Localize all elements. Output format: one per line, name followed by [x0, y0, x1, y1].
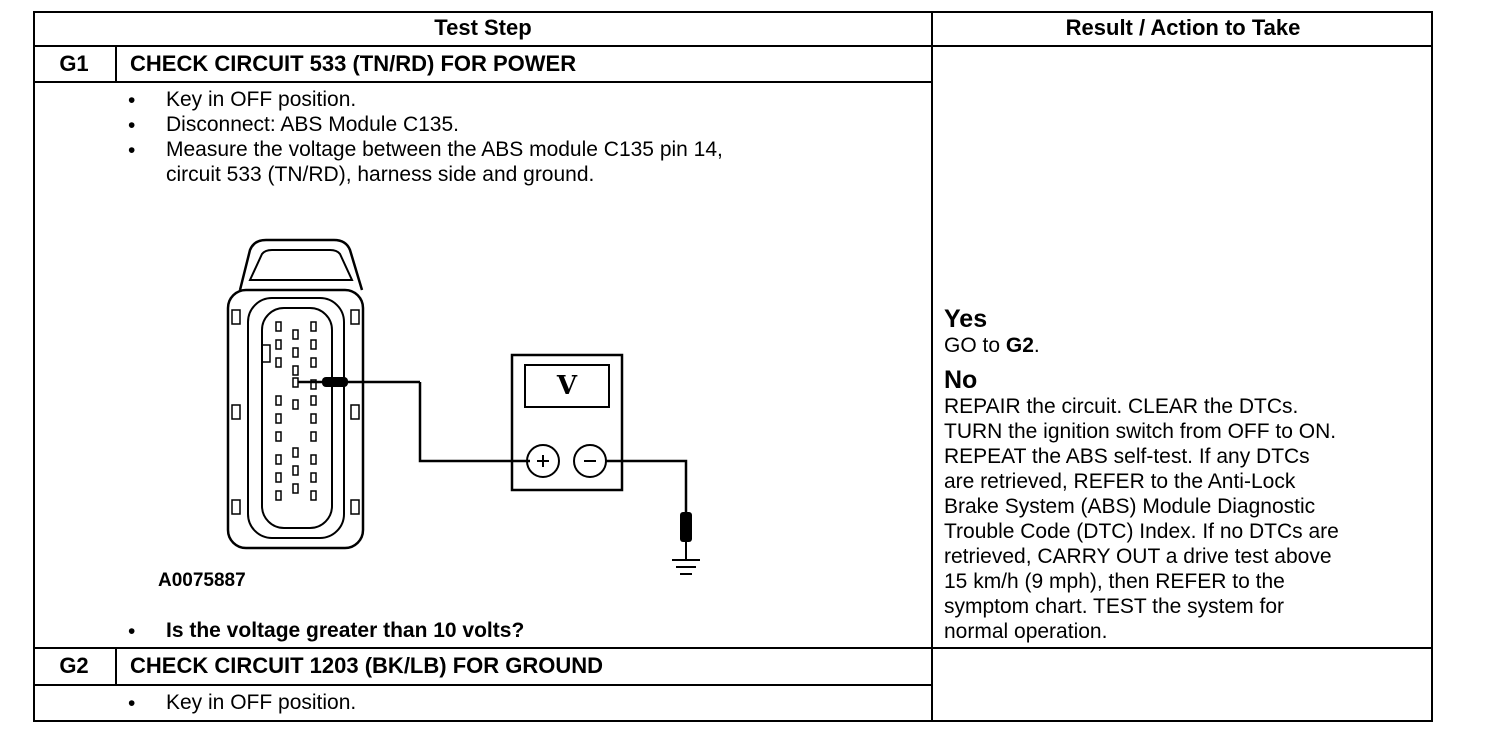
- no-label: No: [944, 366, 978, 394]
- rule-id-col-g2: [115, 647, 117, 686]
- yes-label: Yes: [944, 305, 988, 333]
- g1-bullet-2: Disconnect: ABS Module C135.: [166, 113, 459, 136]
- bullet-mark: •: [128, 620, 136, 643]
- no-line: Trouble Code (DTC) Index. If no DTCs are: [944, 520, 1339, 543]
- bullet-mark: •: [128, 89, 136, 112]
- bullet-mark: •: [128, 139, 136, 162]
- no-line: normal operation.: [944, 620, 1108, 643]
- connector-tab-right: [350, 499, 360, 515]
- no-line: REPEAT the ABS self-test. If any DTCs: [944, 445, 1310, 468]
- g1-bullet-3-cont: circuit 533 (TN/RD), harness side and gr…: [166, 163, 595, 186]
- voltmeter-display: [524, 364, 610, 408]
- yes-target-link[interactable]: G2: [1005, 334, 1034, 357]
- g1-bullet-1: Key in OFF position.: [166, 88, 357, 111]
- connector-tab-left: [231, 309, 241, 325]
- step-title-g1: CHECK CIRCUIT 533 (TN/RD) FOR POWER: [130, 51, 577, 76]
- figure-id: A0075887: [158, 570, 246, 591]
- step-id-g2: G2: [59, 653, 89, 678]
- bullet-mark: •: [128, 114, 136, 137]
- connector-key: [262, 344, 271, 363]
- connector-tab-left: [231, 404, 241, 420]
- rule-header: [33, 45, 1433, 47]
- no-line: are retrieved, REFER to the Anti-Lock: [944, 470, 1296, 493]
- no-line: symptom chart. TEST the system for: [944, 595, 1284, 618]
- rule-g1-title: [33, 81, 933, 83]
- step-id-g1: G1: [59, 51, 89, 76]
- ground-probe: [680, 512, 692, 542]
- probe-tip: [322, 377, 348, 387]
- no-line: 15 km/h (9 mph), then REFER to the: [944, 570, 1285, 593]
- bullet-mark: •: [128, 692, 136, 715]
- terminal-positive: [526, 444, 560, 478]
- connector-tab-left: [231, 499, 241, 515]
- lead-negative: [606, 459, 688, 540]
- g2-bullet-1: Key in OFF position.: [166, 691, 357, 714]
- g1-question: Is the voltage greater than 10 volts?: [166, 619, 525, 642]
- connector-face-inner: [261, 307, 333, 529]
- rule-id-col-g1: [115, 45, 117, 83]
- connector-tab-right: [350, 404, 360, 420]
- yes-action: GO to G2.: [944, 334, 1040, 357]
- no-line: REPAIR the circuit. CLEAR the DTCs.: [944, 395, 1299, 418]
- lead-positive: [418, 382, 530, 463]
- header-result: Result / Action to Take: [1065, 15, 1301, 40]
- connector-latch: [238, 238, 364, 291]
- no-line: retrieved, CARRY OUT a drive test above: [944, 545, 1332, 568]
- rule-g1-end: [33, 647, 1433, 649]
- connector-tab-right: [350, 309, 360, 325]
- rule-g2-title: [33, 684, 933, 686]
- test-step-table: [33, 11, 1433, 722]
- header-test-step: Test Step: [434, 15, 532, 40]
- rule-col-split: [931, 11, 933, 722]
- voltmeter-body: [510, 353, 624, 492]
- connector-face: [247, 297, 345, 539]
- connector-body: [226, 288, 365, 550]
- g1-result: Yes GO to G2. No REPAIR the circuit. CLE…: [944, 305, 1434, 644]
- voltmeter-symbol: V: [556, 371, 578, 401]
- connector-pins: [275, 321, 317, 501]
- connector-latch-inner: [248, 249, 354, 281]
- step-title-g2: CHECK CIRCUIT 1203 (BK/LB) FOR GROUND: [130, 653, 604, 678]
- ground-icon: [672, 540, 700, 575]
- no-line: TURN the ignition switch from OFF to ON.: [944, 420, 1337, 443]
- g1-bullet-3: Measure the voltage between the ABS modu…: [166, 138, 723, 161]
- no-line: Brake System (ABS) Module Diagnostic: [944, 495, 1316, 518]
